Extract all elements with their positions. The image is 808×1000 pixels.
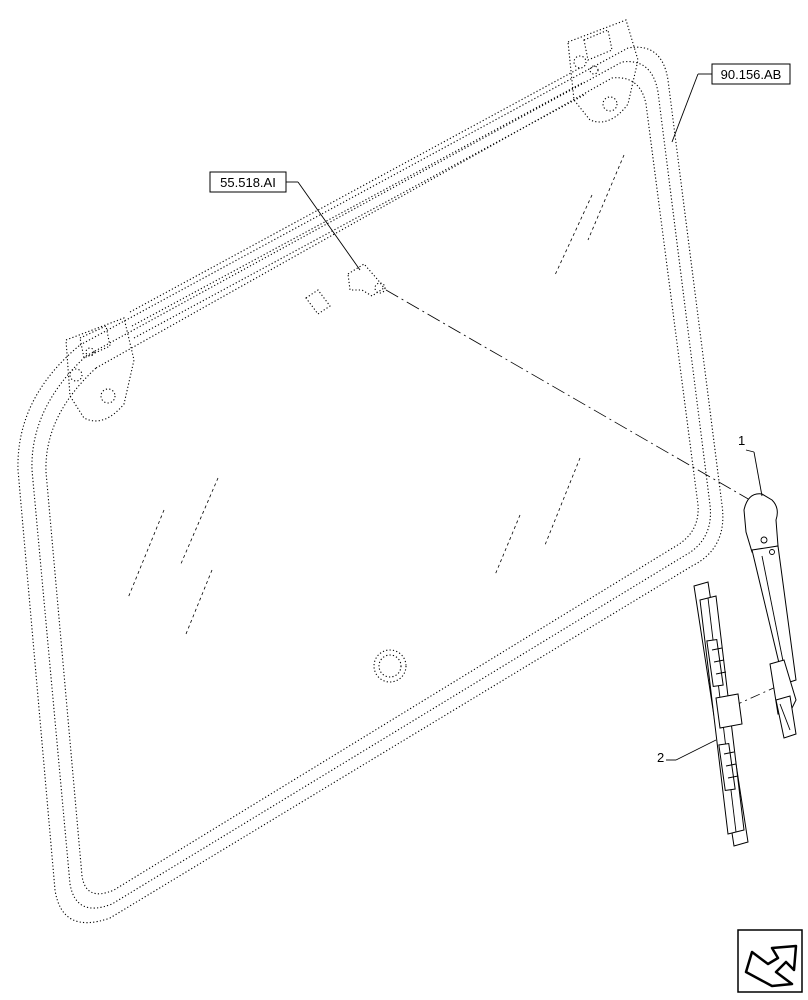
wiper-blade[interactable] — [693, 581, 749, 847]
assembly-centerline — [385, 289, 751, 501]
glass-grommet — [373, 649, 407, 683]
callout-window-ref-label: 90.156.AB — [721, 67, 782, 82]
wiper-motor-shaft — [347, 263, 386, 297]
wiper-arm[interactable] — [743, 493, 797, 739]
hinge-left — [65, 317, 135, 422]
glass-reflection-lines — [127, 154, 625, 635]
hinge-top-right — [567, 19, 639, 123]
callout-motor-ref[interactable]: 55.518.AI — [209, 171, 361, 271]
item-number-2-label: 2 — [657, 750, 664, 765]
window-glass-frame — [17, 46, 724, 924]
item-number-1-label: 1 — [738, 433, 745, 448]
item-number-1[interactable]: 1 — [738, 433, 763, 497]
return-arrow-icon[interactable] — [737, 929, 803, 993]
item-number-2[interactable]: 2 — [657, 739, 717, 765]
mounting-pin — [305, 289, 331, 315]
callout-window-ref[interactable]: 90.156.AB — [671, 63, 791, 143]
callout-motor-ref-label: 55.518.AI — [220, 175, 276, 190]
